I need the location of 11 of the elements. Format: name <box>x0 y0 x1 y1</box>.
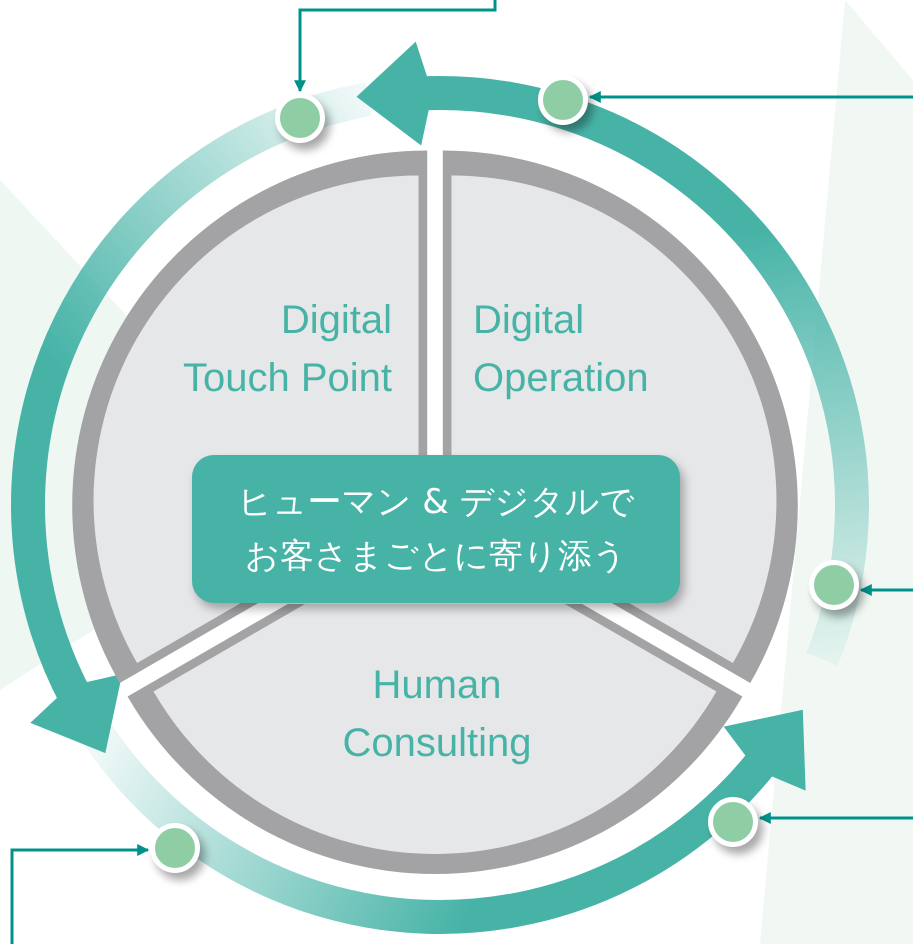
leader-line <box>10 844 150 944</box>
leader-line <box>758 812 913 824</box>
leader-line <box>588 91 913 103</box>
segment-label: Human Consulting <box>341 662 532 767</box>
segment-label: Digital Operation <box>473 297 650 402</box>
circle-marker <box>275 93 325 143</box>
leader-line <box>860 584 913 596</box>
center-label: ヒューマン & デジタルでお客さまごとに寄り添う <box>236 481 636 578</box>
segment-label: Digital Touch Point <box>182 297 392 402</box>
leader-line <box>294 0 496 92</box>
center-box <box>192 455 680 603</box>
